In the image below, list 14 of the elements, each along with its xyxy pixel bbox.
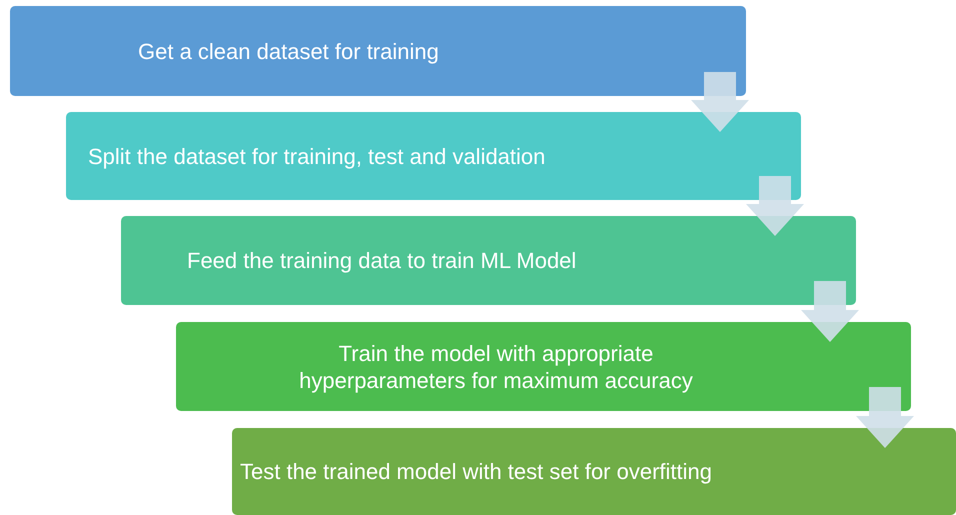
process-box bbox=[176, 322, 911, 411]
block-arrow bbox=[856, 387, 914, 448]
process-box bbox=[121, 216, 856, 305]
step-text: Test the trained model with test set for overfitting bbox=[240, 458, 714, 485]
block-arrow bbox=[801, 281, 859, 342]
step-text: Feed the training data to train ML Model bbox=[187, 247, 578, 274]
process-box bbox=[66, 112, 801, 200]
block-arrow bbox=[691, 72, 749, 132]
step-text: Train the model with appropriate hyperparameters for maximum accuracy bbox=[298, 340, 694, 394]
step-text: Split the dataset for training, test and validation bbox=[88, 142, 546, 170]
process-box bbox=[232, 428, 956, 515]
block-arrow bbox=[746, 176, 804, 236]
process-box bbox=[10, 6, 746, 96]
step-text: Get a clean dataset for training bbox=[138, 38, 440, 64]
